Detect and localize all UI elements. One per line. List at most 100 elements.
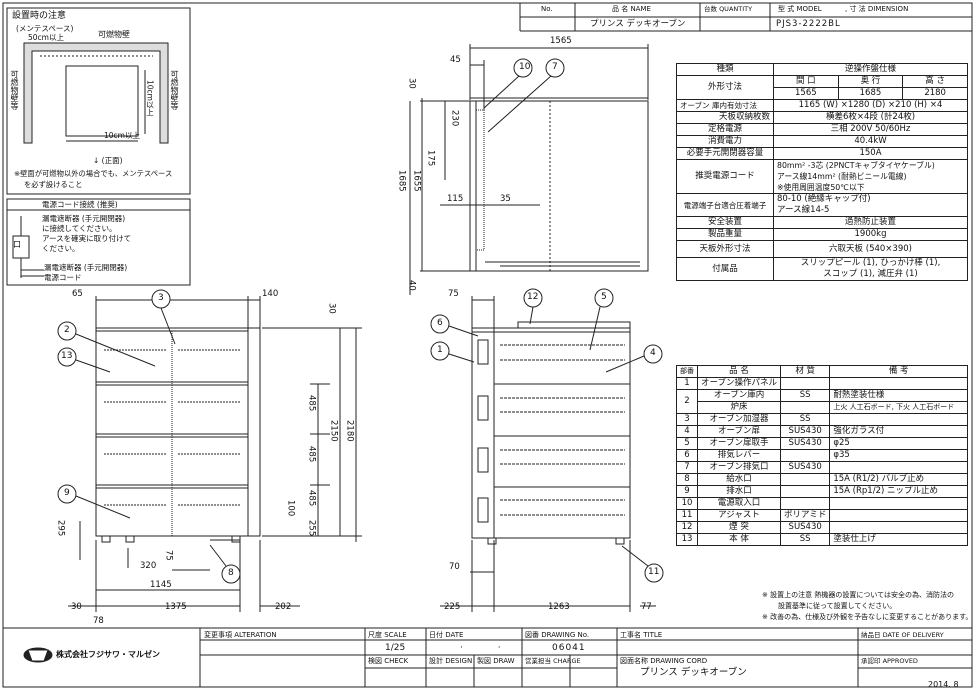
part-name: 排水口 (697, 485, 781, 498)
spec-label: 定格電源 (676, 123, 774, 136)
spec-label: 安全装置 (676, 216, 774, 229)
parts-header: 備 考 (829, 365, 968, 378)
dim-front-75: 75 (163, 550, 174, 561)
dim-side-1685: 1685 (396, 170, 407, 192)
part-material (779, 473, 831, 486)
spec-label: 推奨電源コード (676, 159, 774, 194)
dim-front-140: 140 (262, 289, 279, 299)
part-note: 15A (Rp1/2) ニップル止め (829, 485, 968, 498)
spec-row: 製品重量 1900kg (676, 228, 968, 241)
header-name-label: 品 名 NAME (612, 5, 651, 13)
install-note-gap-50: 50cm以上 (28, 33, 64, 42)
part-name: 排気レバー (697, 449, 781, 462)
dim-right-75: 75 (448, 289, 459, 299)
dim-front-202: 202 (275, 602, 292, 612)
dim-front-65: 65 (72, 289, 83, 299)
part-no: 3 (676, 413, 698, 426)
part-note (829, 521, 968, 534)
part-material (779, 497, 831, 510)
dim-side-230: 230 (449, 110, 460, 127)
spec-value-line: スリップピール (1), ひっかけ棒 (1), (800, 258, 941, 268)
dim-front-1145: 1145 (150, 580, 172, 590)
dim-right-1263: 1263 (548, 602, 570, 612)
install-note-gap-10-h: 10cm以上 (104, 131, 140, 140)
part-name: オーブン加湿器 (697, 413, 781, 426)
part-name: オーブン扉 (697, 425, 781, 438)
project-label: 工事名 TITLE (620, 631, 663, 639)
header-model-label: 型 式 MODEL (778, 5, 822, 13)
scale-value: 1/25 (385, 643, 406, 653)
spec-label: 消費電力 (676, 135, 774, 148)
footnote-1a: ※ 設置上の注意 熱機器の設置については安全の為、消防法の (762, 591, 954, 599)
part-name: 給水口 (697, 473, 781, 486)
callout-8: 8 (228, 568, 234, 578)
spec-label: 種類 (676, 63, 774, 76)
spec-value-line: スコップ (1), 減圧弁 (1) (823, 269, 918, 279)
dim-side-175: 175 (425, 150, 436, 167)
spec-row: 消費電力 40.4kW (676, 135, 968, 148)
part-note (829, 497, 968, 510)
breaker-glyph: 口 (13, 240, 21, 249)
install-note-wall-right: 可燃物壁等 (170, 70, 179, 110)
dim-front-30: 30 (326, 303, 337, 314)
spec-value: 80-10 (絶縁キャップ付) アース線14-5 (773, 193, 968, 217)
dim-front-1375: 1375 (165, 602, 187, 612)
spec-label: 付属品 (676, 257, 774, 281)
dim-front-100: 100 (285, 500, 296, 517)
drawing-no-value: 06041 (552, 643, 586, 653)
dim-right-70: 70 (449, 562, 460, 572)
spec-label: 外形寸法 (676, 75, 774, 100)
callout-5: 5 (601, 292, 607, 302)
dim-side-115: 115 (447, 194, 464, 204)
spec-subvalue: 1565 (773, 87, 839, 100)
part-note: 塗装仕上げ (829, 533, 968, 546)
part-no: 11 (676, 509, 698, 522)
drawing-name-value: プリンス デッキオーブン (640, 667, 747, 678)
parts-header: 材 質 (779, 365, 831, 378)
callout-4: 4 (650, 348, 656, 358)
part-no: 8 (676, 473, 698, 486)
part-material (779, 377, 831, 390)
part-no: 10 (676, 497, 698, 510)
part-name: 煙 突 (697, 521, 781, 534)
spec-row: 外形寸法 間 口 奥 行 高 さ (676, 75, 968, 100)
table-row: 炉床上火 人工石ボード, 下火 人工石ボード (677, 401, 968, 414)
spec-label: 天板外形寸法 (676, 240, 774, 258)
part-material: SS (779, 389, 831, 402)
spec-row: 電源端子台適合圧着端子 80-10 (絶縁キャップ付) アース線14-5 (676, 193, 968, 217)
spec-value: 横差6枚×4段 (計24枚) (773, 111, 968, 124)
spec-value-line: 80mm² -3芯 (2PNCTキャブタイヤケーブル) (777, 161, 935, 170)
draw-label: 製図 DRAW (477, 657, 515, 665)
part-material: SS (779, 533, 831, 546)
dim-front-320: 320 (140, 561, 157, 571)
spec-value: スリップピール (1), ひっかけ棒 (1), スコップ (1), 減圧弁 (1… (773, 257, 968, 281)
part-name: アジャスト (697, 509, 781, 522)
part-material (779, 449, 831, 462)
spec-label: 天板収納枚数 (676, 111, 774, 124)
power-note-line2: に接続してください。 (42, 224, 117, 233)
header-no-label: No. (541, 5, 553, 13)
check-label: 検図 CHECK (368, 657, 409, 665)
spec-value: 1900kg (773, 228, 968, 241)
part-name: オーブン扉取手 (697, 437, 781, 450)
spec-value: 150A (773, 147, 968, 160)
part-note: 上火 人工石ボード, 下火 人工石ボード (829, 401, 968, 414)
callout-11: 11 (648, 567, 660, 577)
spec-value: 80mm² -3芯 (2PNCTキャブタイヤケーブル) アース線14mm² (耐… (773, 159, 968, 194)
spec-value-line: ※使用周囲温度50℃以下 (777, 183, 865, 192)
header-name-value: プリンス デッキオーブン (590, 19, 686, 29)
part-note (829, 509, 968, 522)
spec-subheader: 高 さ (902, 75, 968, 88)
spec-subvalue: 2180 (902, 87, 968, 100)
callout-7: 7 (552, 62, 558, 72)
spec-value: 過熱防止装置 (773, 216, 968, 229)
spec-label: 必要手元開閉器容量 (676, 147, 774, 160)
part-no: 9 (676, 485, 698, 498)
part-material: SUS430 (779, 437, 831, 450)
issue-date: 2014. 8 (928, 680, 959, 689)
spec-row: 付属品 スリップピール (1), ひっかけ棒 (1), スコップ (1), 減圧… (676, 257, 968, 281)
